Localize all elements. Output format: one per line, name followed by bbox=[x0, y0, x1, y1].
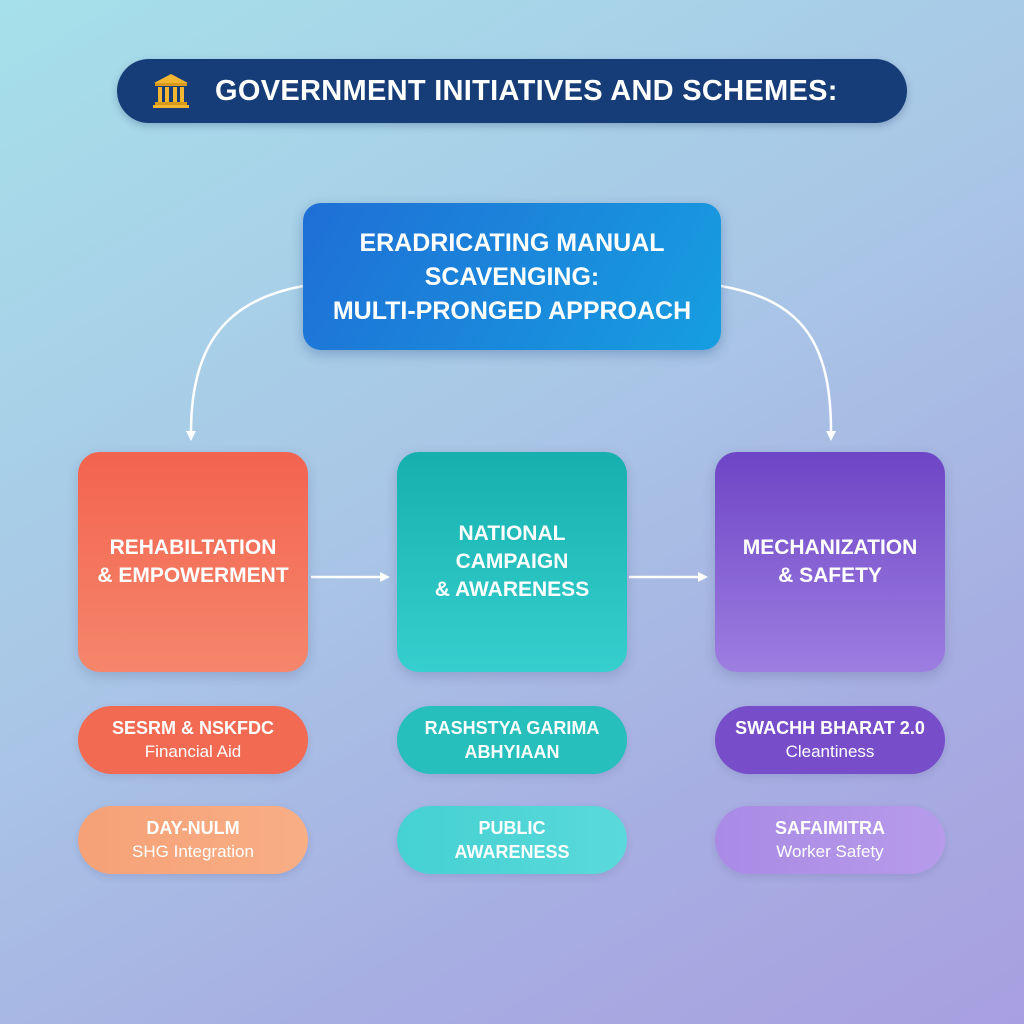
scheme-subtitle: Cleantiness bbox=[785, 742, 875, 761]
scheme-title: DAY-NULM bbox=[146, 818, 240, 838]
central-approach-label: ERADRICATING MANUAL SCAVENGING: MULTI-PR… bbox=[332, 228, 692, 325]
pillar-rehabilitation-label: REHABILTATION & EMPOWERMENT bbox=[97, 536, 289, 587]
scheme-title: SAFAIMITRA bbox=[775, 818, 885, 838]
pillar-campaign-label: NATIONAL CAMPAIGN & AWARENESS bbox=[434, 522, 590, 601]
scheme-safaimitra: SAFAIMITRA Worker Safety bbox=[715, 806, 945, 874]
scheme-subtitle: Financial Aid bbox=[144, 742, 242, 761]
scheme-title: PUBLIC bbox=[478, 818, 546, 838]
pillar-mechanization-label: MECHANIZATION & SAFETY bbox=[742, 536, 918, 587]
scheme-day-nulm: DAY-NULM SHG Integration bbox=[78, 806, 308, 874]
scheme-public-awareness: PUBLIC AWARENESS bbox=[397, 806, 627, 874]
scheme-title: SWACHH BHARAT 2.0 bbox=[735, 718, 925, 738]
scheme-rashstya-garima: RASHSTYA GARIMA ABHYIAAN bbox=[397, 706, 627, 774]
scheme-swachh-bharat: SWACHH BHARAT 2.0 Cleantiness bbox=[715, 706, 945, 774]
scheme-sesrm-nskfdc: SESRM & NSKFDC Financial Aid bbox=[78, 706, 308, 774]
scheme-subtitle: ABHYIAAN bbox=[464, 742, 560, 762]
pillar-mechanization-box: MECHANIZATION & SAFETY bbox=[715, 452, 945, 672]
pillar-campaign-box: NATIONAL CAMPAIGN & AWARENESS bbox=[397, 452, 627, 672]
page-title: GOVERNMENT INITIATIVES AND SCHEMES: bbox=[215, 74, 838, 107]
scheme-title: SESRM & NSKFDC bbox=[111, 718, 274, 738]
scheme-subtitle: AWARENESS bbox=[454, 842, 570, 862]
scheme-subtitle: Worker Safety bbox=[776, 842, 884, 861]
pillar-rehabilitation-box: REHABILTATION & EMPOWERMENT bbox=[78, 452, 308, 672]
central-approach-box: ERADRICATING MANUAL SCAVENGING: MULTI-PR… bbox=[303, 203, 721, 350]
arrow-central-to-rehabilitation bbox=[185, 284, 304, 441]
scheme-title: RASHSTYA GARIMA bbox=[424, 718, 600, 738]
government-building-icon bbox=[153, 74, 189, 108]
title-banner: GOVERNMENT INITIATIVES AND SCHEMES: bbox=[117, 59, 907, 123]
arrow-central-to-mechanization bbox=[720, 284, 837, 441]
scheme-subtitle: SHG Integration bbox=[132, 842, 254, 861]
